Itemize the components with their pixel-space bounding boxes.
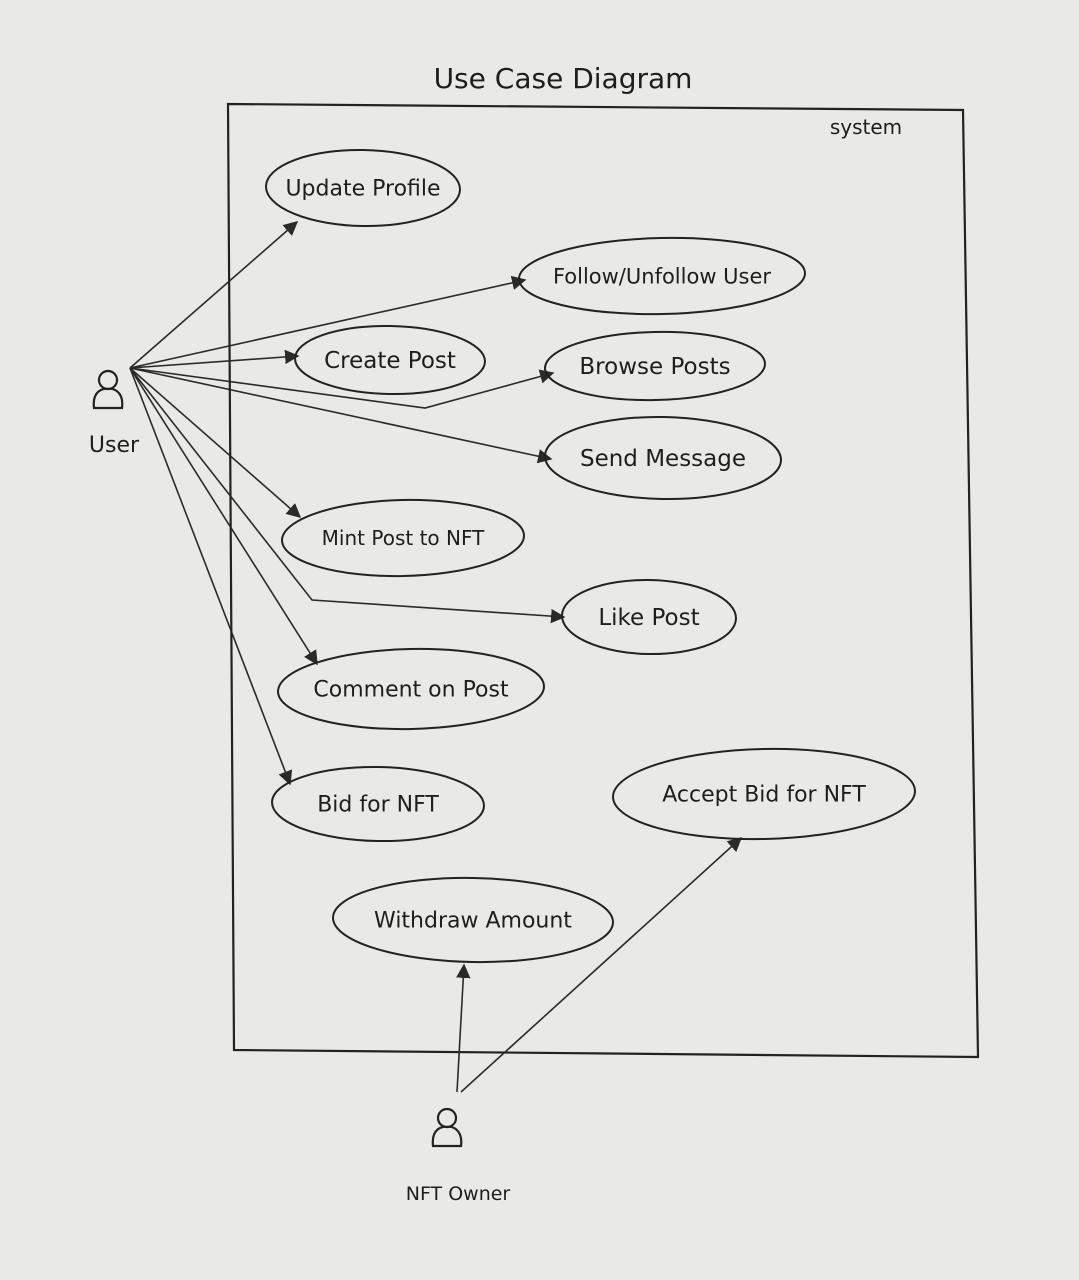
actor-nft-owner: NFT Owner (406, 1107, 511, 1205)
system-label: system (830, 115, 902, 139)
use-case-ellipse (294, 324, 486, 396)
use-case-browse-posts: Browse Posts (544, 330, 766, 402)
use-case-create-post: Create Post (294, 324, 486, 396)
actor-label: User (89, 433, 140, 458)
use-case-ellipse (612, 747, 916, 841)
use-case-comment-on-post: Comment on Post (277, 647, 545, 731)
use-case-label: Browse Posts (579, 354, 730, 380)
use-case-label: Update Profile (285, 177, 440, 202)
diagram-title: Use Case Diagram (434, 62, 693, 95)
use-case-bid-for-nft: Bid for NFT (271, 765, 485, 843)
use-case-label: Like Post (598, 605, 699, 631)
use-case-update-profile: Update Profile (265, 148, 461, 228)
use-case-label: Mint Post to NFT (322, 526, 485, 550)
use-case-label: Create Post (324, 348, 456, 374)
association-user-to-like-post (129, 367, 566, 624)
use-case-ellipse (518, 236, 806, 316)
association-user-to-send-message (129, 367, 553, 464)
use-case-withdraw-amount: Withdraw Amount (332, 876, 614, 964)
association-user-to-update-profile (129, 221, 299, 369)
actor-user: User (89, 369, 140, 458)
use-case-label: Comment on Post (313, 678, 509, 703)
use-case-label: Bid for NFT (317, 793, 439, 818)
association-nft-owner-to-accept-bid (460, 837, 743, 1093)
use-case-label: Follow/Unfollow User (553, 264, 771, 288)
association-user-to-create-post (129, 349, 300, 369)
association-user-to-comment-post (129, 367, 318, 666)
association-user-to-follow-unfollow (129, 275, 527, 369)
use-case-ellipse (271, 765, 485, 843)
use-case-label: Withdraw Amount (374, 909, 572, 934)
use-case-ellipse (265, 148, 461, 228)
association-user-to-browse-posts (129, 367, 555, 409)
use-case-follow-unfollow-user: Follow/Unfollow User (518, 236, 806, 316)
use-case-ellipse (277, 647, 545, 731)
use-case-label: Send Message (580, 446, 746, 472)
use-case-ellipse (332, 876, 614, 964)
use-case-accept-bid-for-nft: Accept Bid for NFT (612, 747, 916, 841)
actor-person-icon (431, 1107, 463, 1148)
use-case-ellipse (544, 330, 766, 402)
use-case-ellipse (544, 415, 782, 501)
actor-person-icon (92, 369, 124, 410)
use-case-ellipse (281, 498, 525, 578)
association-nft-owner-to-withdraw (456, 963, 471, 1093)
associations (129, 221, 743, 1093)
use-case-send-message: Send Message (544, 415, 782, 501)
system-boundary (226, 102, 980, 1059)
use-case-label: Accept Bid for NFT (662, 783, 866, 808)
use-case-mint-post-to-nft: Mint Post to NFT (281, 498, 525, 578)
use-case-ellipse (561, 578, 737, 656)
association-user-to-mint-post (129, 367, 302, 518)
actor-label: NFT Owner (406, 1183, 511, 1205)
association-user-to-bid-nft (129, 367, 293, 786)
use-case-like-post: Like Post (561, 578, 737, 656)
